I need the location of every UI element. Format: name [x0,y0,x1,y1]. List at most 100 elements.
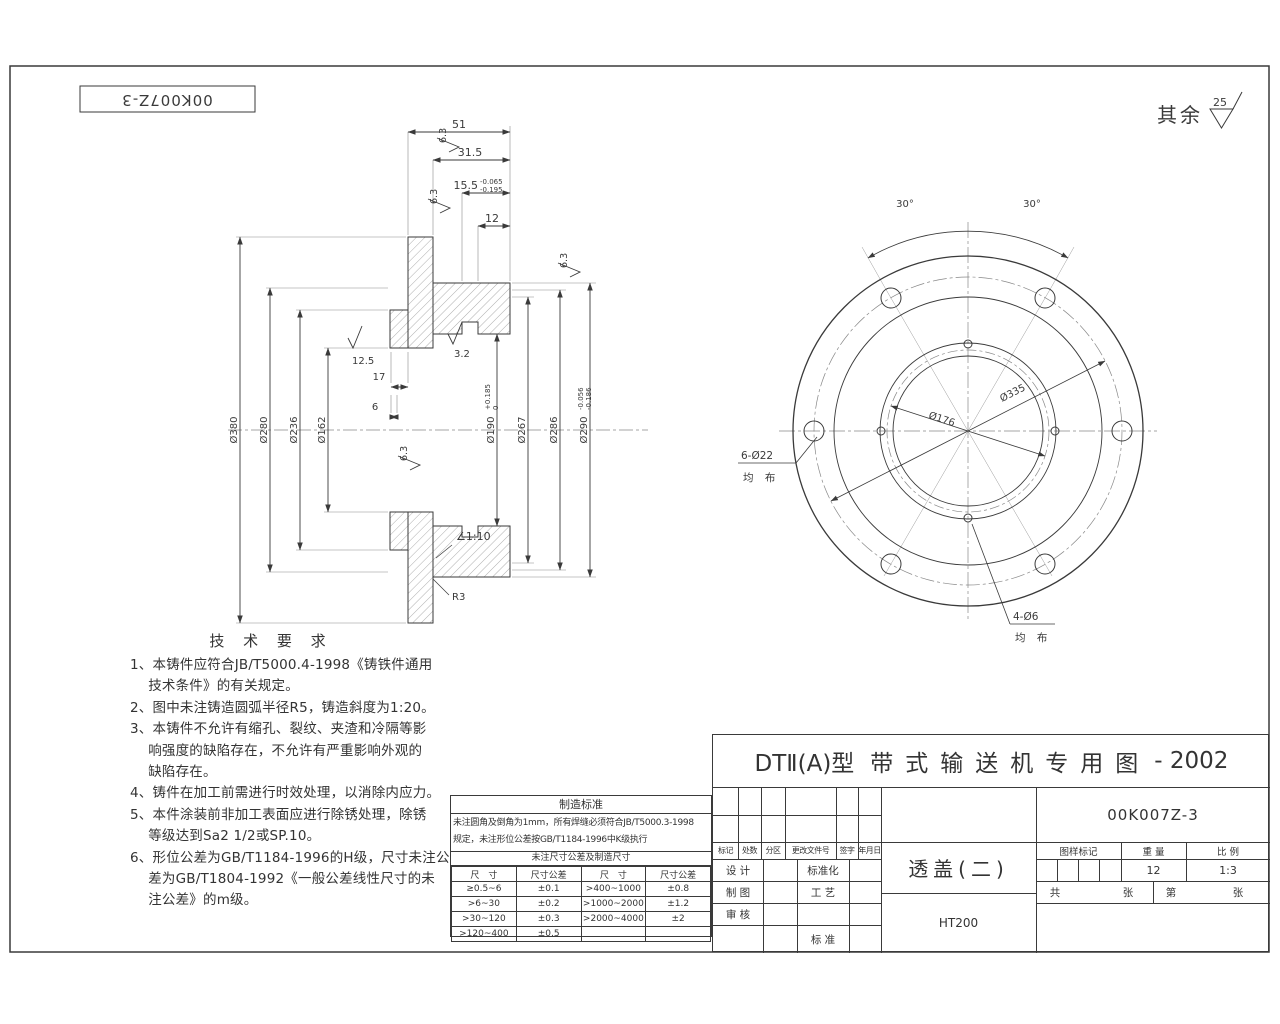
material: HT200 [938,916,979,930]
taper-leader [435,544,453,559]
tech-req-line: 技术条件》的有关规定。 [130,678,299,695]
cell: >6~30 [451,896,517,912]
general-roughness-note: 其余 25 [1157,91,1243,129]
roughness-32-icon: 3.2 [447,321,470,360]
dimension-lines [237,129,593,624]
mfg-notes: 未注圆角及倒角为1mm，所有焊缝必须符合JB/T5000.3-1998 规定，未… [451,814,711,851]
fillet-label: R3 [452,592,465,603]
dia-190-lower: 0 [492,406,500,410]
angle-left-label: 30° [896,199,914,210]
tolerance-table: 尺 寸 尺寸公差 尺 寸 尺寸公差 ≥0.5~6 ±0.1 >400~1000 … [451,866,711,942]
bolt-circle [813,276,1123,586]
dia-236: Ø236 [288,417,300,444]
roughness-63-label: 6.3 [399,446,410,461]
tech-req-line: 响强度的缺陷存在，不允许有严重影响外观的 [130,742,423,759]
angle-right-label: 30° [1023,199,1041,210]
dia-162: Ø162 [316,417,328,444]
roughness-32-label: 3.2 [454,349,470,360]
grid-line [797,859,798,953]
dia-380: Ø380 [228,417,240,444]
roughness-63-icon: 6.3 [397,446,422,471]
roughness-63-label: 6.3 [559,253,570,268]
stamp-scale-header: 比 例 [1216,846,1240,858]
dim-15-5: 15.5 -0.065 -0.195 [454,178,503,194]
tech-req-title: 技 术 要 求 [209,632,333,650]
cell: ±2 [645,911,711,927]
drawing-border [9,65,1270,953]
rev-col-date: 年月日 [858,846,881,855]
tech-req-line: 6、形位公差为GB/T1184-1996的H级，尺寸未注公 [130,849,450,866]
grid-line [1078,859,1079,881]
role-check: 审 核 [725,908,751,921]
tech-req-line: 4、铸件在加工前需进行时效处理，以消除内应力。 [130,785,441,802]
dim-6: 6 [372,402,378,413]
drawing-number: 00K007Z-3 [1107,805,1199,824]
tech-req-line: 差为GB/T1804-1992《一般公差线性尺寸的未 [130,871,435,888]
grid-line [761,787,762,859]
doc-number-rotated: 00K007Z-3 [121,91,213,109]
roughness-63-icon: 6.3 [557,253,582,278]
main-title-text: 带式输送机专用图 [870,751,1151,777]
tech-req-line: 2、图中未注铸造圆弧半径R5，铸造斜度为1:20。 [130,699,435,716]
mfg-table-title: 未注尺寸公差及制造尺寸 [451,851,711,866]
section-view: 51 31.5 15.5 -0.065 -0.195 12 Ø380 Ø280 … [228,118,648,624]
roughness-prefix: 其余 [1157,103,1203,127]
grid-line [1153,881,1154,903]
col-header: 尺寸公差 [515,866,582,882]
dim-51: 51 [452,118,466,131]
grid-line [785,787,786,859]
roughness-tail [1232,91,1243,110]
manufacturing-standard-box: 制造标准 未注圆角及倒角为1mm，所有焊缝必须符合JB/T5000.3-1998… [450,795,712,942]
main-title-prefix: DTⅡ(A)型 [754,751,855,777]
cell: ±1.2 [645,896,711,912]
stamp-mark-header: 图样标记 [1059,846,1098,858]
front-view: 30° 30° Ø176 Ø335 6-Ø22 均 布 4-Ø6 均 布 [738,199,1157,644]
dia-190-upper: +0.185 [484,384,492,410]
grid-line [1036,859,1270,860]
grid-line [849,859,850,953]
roughness-125-icon: 12.5 [347,325,374,367]
angle-dim-arc [867,230,1069,259]
tech-req-line: 1、本铸件应符合JB/T5000.4-1998《铸铁件通用 [130,657,433,673]
mfg-note-line: 未注圆角及倒角为1mm，所有焊缝必须符合JB/T5000.3-1998 [453,818,694,828]
cell: >400~1000 [580,881,647,897]
small-holes-note: 均 布 [1015,632,1051,644]
main-title: DTⅡ(A)型 带式输送机专用图 - 2002 [713,735,1270,788]
roughness-63-icon: 6.3 [427,189,452,214]
dia-190-value: Ø190 [485,417,497,444]
roughness-value: 25 [1213,96,1227,109]
dim-12: 12 [485,212,499,225]
small-holes-label: 4-Ø6 [1013,611,1039,623]
rev-col-count: 处数 [742,846,758,855]
grid-line [1036,903,1270,904]
tech-req-line: 3、本铸件不允许有缩孔、裂纹、夹渣和冷隔等影 [130,721,427,738]
cell: ≥0.5~6 [451,881,517,897]
stamp-weight-header: 重 量 [1142,846,1165,858]
bolt-holes-label: 6-Ø22 [741,450,773,462]
roughness-63-label: 6.3 [429,189,440,204]
sheet-unit: 张 [1122,886,1134,899]
bolt-holes-note: 均 布 [743,472,779,484]
dim-17: 17 [373,372,386,383]
dia-290-value: Ø290 [578,417,590,444]
tech-req-line: 缺陷存在。 [130,764,217,781]
dim-15-5-upper: -0.065 [480,178,503,186]
sheet-unit: 张 [1232,886,1244,899]
sheet-no-label: 第 [1165,886,1177,899]
technical-requirements: 技 术 要 求 1、本铸件应符合JB/T5000.4-1998《铸铁件通用 技术… [130,630,452,912]
grid-line [1036,787,1037,953]
mfg-note-line: 规定，未注形位公差按GB/T1184-1996中K级执行 [453,835,648,845]
col-header: 尺寸公差 [645,866,711,882]
title-block: DTⅡ(A)型 带式输送机专用图 - 2002 标记 处数 分区 更改文件号 签… [712,734,1270,953]
cell: ±0.2 [515,896,582,912]
weight-value: 12 [1146,863,1161,877]
roughness-63-label: 6.3 [438,128,449,143]
cell [645,926,711,942]
grid-line [713,815,881,816]
grid-line [858,787,859,859]
main-title-suffix: - 2002 [1154,748,1229,774]
grid-line [836,787,837,859]
role-draft: 制 图 [725,886,751,899]
table-row: >120~400 ±0.5 [451,926,711,942]
